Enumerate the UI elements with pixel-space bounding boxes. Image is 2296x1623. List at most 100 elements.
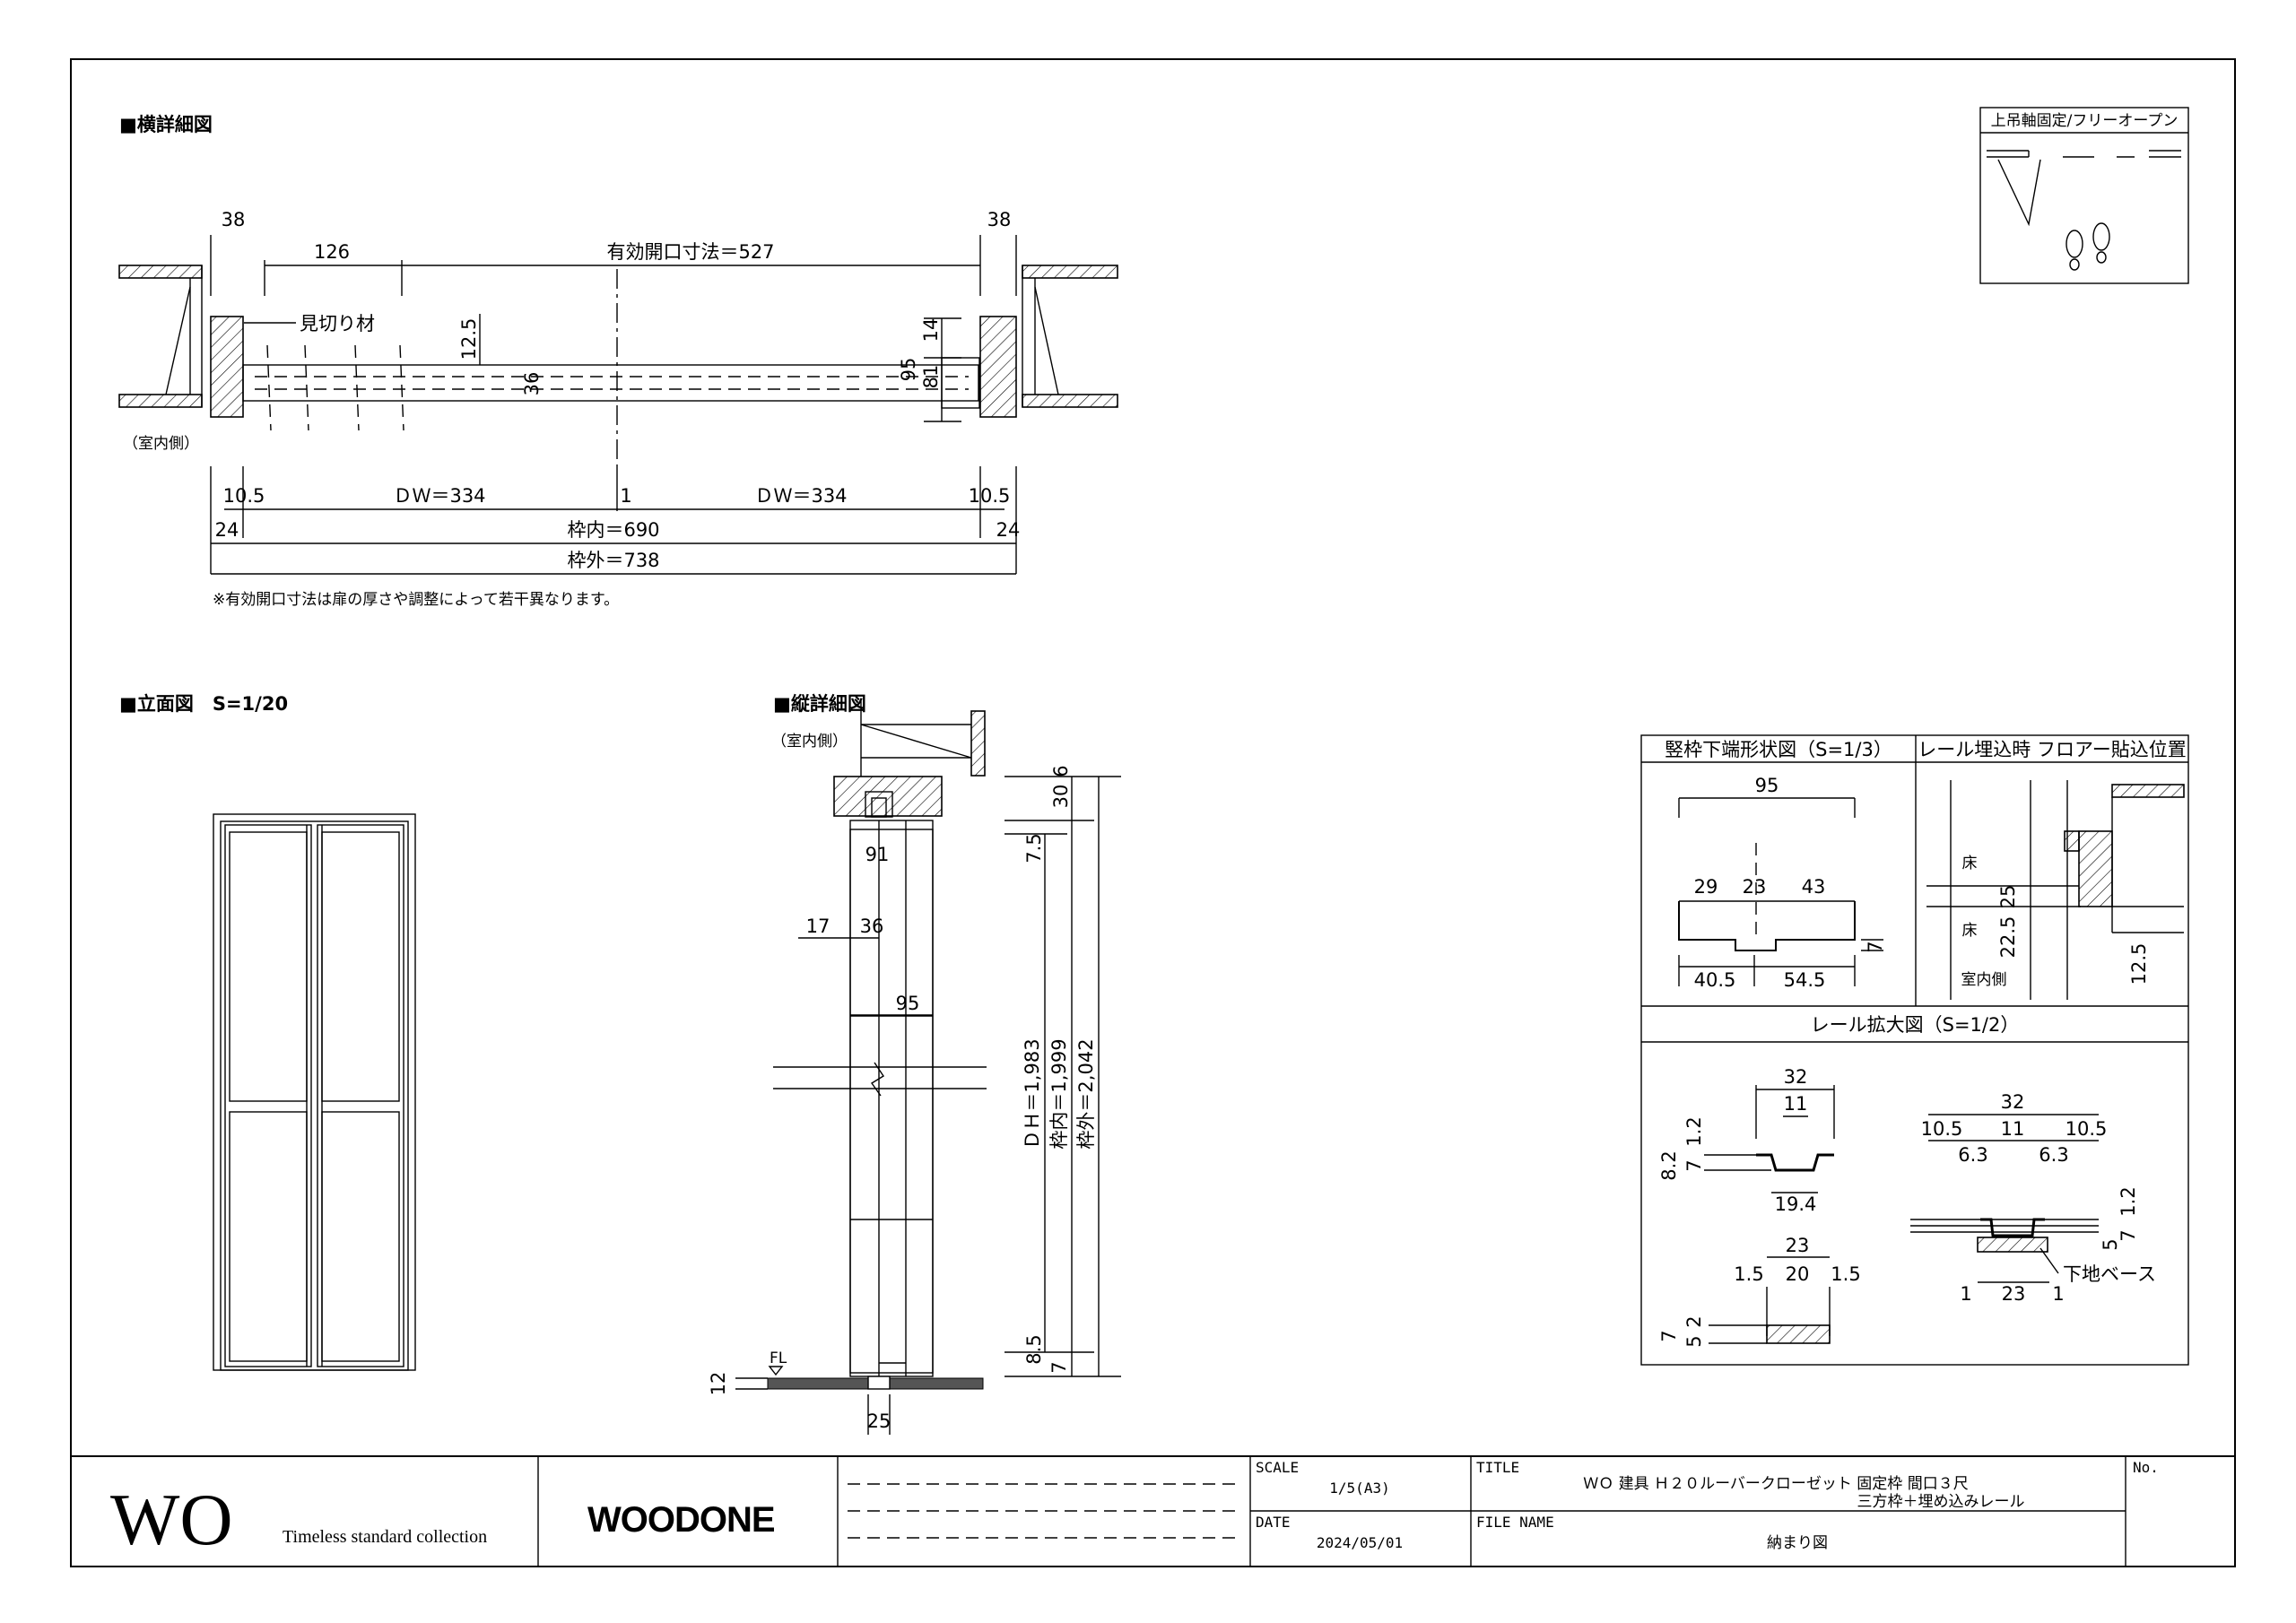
plan-dim-24-right: 24 <box>996 519 1021 541</box>
rail-b-dim-23: 23 <box>2002 1283 2026 1305</box>
frame-bottom-dim-40-5: 40.5 <box>1694 969 1736 991</box>
plan-note: ※有効開口寸法は扉の厚さや調整によって若干異なります。 <box>213 591 619 609</box>
brand-tagline: Timeless standard collection <box>283 1527 487 1547</box>
elevation-door-right <box>317 824 404 1367</box>
plan-mikiri-label: 見切り材 <box>300 313 375 334</box>
section-dim-outer: 枠外＝2,042 <box>1075 1038 1097 1149</box>
section-door-leaf <box>849 820 934 1377</box>
vertical-section: ■縦詳細図 （室内側） 91 17 36 95 <box>708 693 1121 1435</box>
filename-label: FILE NAME <box>1476 1514 1554 1531</box>
footprint-icon <box>2092 222 2110 251</box>
rail-a-dim-7: 7 <box>1683 1159 1705 1171</box>
rail-c-profile <box>1766 1324 1831 1344</box>
elevation-section: ■立面図 S=1/20 <box>119 693 416 1371</box>
rail-b-dim-5: 5 <box>2100 1238 2121 1250</box>
section-dim-25: 25 <box>867 1410 891 1432</box>
elevation-louver-panel <box>229 1111 308 1362</box>
plan-wall-right <box>1022 265 1118 408</box>
floor-position-dim-12-5: 12.5 <box>2128 943 2150 985</box>
rail-b-dim-11: 11 <box>2001 1118 2025 1140</box>
plan-dim-38-left: 38 <box>222 209 246 230</box>
plan-dim-10-5-right: 10.5 <box>969 485 1011 507</box>
section-dim-30: 30 <box>1050 785 1072 809</box>
plan-dim-1: 1 <box>620 485 631 507</box>
plan-title: ■横詳細図 <box>119 114 213 135</box>
section-title: ■縦詳細図 <box>773 693 866 715</box>
frame-bottom-dim-7: 7 <box>1865 941 1886 952</box>
scale-label: SCALE <box>1256 1459 1299 1476</box>
rail-a-dim-19-4: 19.4 <box>1775 1193 1817 1215</box>
plan-dim-14: 14 <box>920 318 942 343</box>
footprint-icon <box>2066 230 2083 258</box>
rail-b-base <box>1977 1237 2048 1253</box>
rail-b-dim-7: 7 <box>2118 1229 2139 1241</box>
section-fl-label: FL <box>770 1350 787 1367</box>
section-dim-36: 36 <box>860 916 884 937</box>
floor-position-dim-22-5: 22.5 <box>1997 916 2019 959</box>
rail-a-dim-1-2: 1.2 <box>1683 1116 1705 1146</box>
plan-dim-opening: 有効開口寸法＝527 <box>606 241 774 263</box>
woodone-logo: WOODONE <box>587 1500 775 1540</box>
section-dim-7-5: 7.5 <box>1023 833 1045 863</box>
plan-dim-inner: 枠内＝690 <box>567 519 659 541</box>
plan-dim-outer: 枠外＝738 <box>567 550 659 571</box>
plan-dim-126: 126 <box>314 241 350 263</box>
opening-type-box: 上吊軸固定/フリーオープン <box>1979 107 2189 284</box>
elevation-louver-panel <box>229 831 308 1102</box>
section-head-frame <box>833 776 943 817</box>
plan-jamb-right <box>979 316 1017 418</box>
title-line-1: ＷＯ 建具 Ｈ２０ルーバークローゼット 固定枠 間口３尺 <box>1583 1475 1968 1493</box>
plan-dim-81: 81 <box>920 365 942 389</box>
plan-jamb-left <box>210 316 244 418</box>
rail-c-dim-2: 2 <box>1683 1315 1705 1327</box>
rail-a-dim-11: 11 <box>1784 1093 1808 1115</box>
elevation-louver-panel <box>321 1111 400 1362</box>
rail-b-dim-1-left: 1 <box>1960 1283 1971 1305</box>
rail-b-dim-1-right: 1 <box>2052 1283 2064 1305</box>
plan-dim-12-5: 12.5 <box>458 318 480 360</box>
rail-c-dim-23: 23 <box>1786 1235 1810 1256</box>
elevation-title: ■立面図 S=1/20 <box>119 693 288 715</box>
elevation-louver-panel <box>321 831 400 1102</box>
frame-bottom-dim-23: 23 <box>1743 876 1767 898</box>
floor-label-2: 床 <box>1962 922 1978 940</box>
frame-bottom-dim-54-5: 54.5 <box>1784 969 1826 991</box>
rail-b-dim-6-3-left: 6.3 <box>1958 1144 1987 1166</box>
title-block: WO Timeless standard collection WOODONE … <box>71 1455 2235 1567</box>
plan-dim-38-right: 38 <box>987 209 1012 230</box>
floor-position-dim-25: 25 <box>1997 885 2019 909</box>
floor-position-frame <box>2078 830 2113 907</box>
detail-box: 竪枠下端形状図（S=1/3） 95 29 23 43 7 40.5 54.5 レ… <box>1640 734 2189 1366</box>
floor-label-1: 床 <box>1962 855 1978 872</box>
rail-b-dim-32: 32 <box>2001 1091 2025 1113</box>
rail-a-dim-32: 32 <box>1784 1066 1808 1088</box>
date-value: 2024/05/01 <box>1317 1534 1403 1551</box>
section-indoor-label: （室内側） <box>771 733 848 751</box>
date-label: DATE <box>1256 1514 1291 1531</box>
scale-value: 1/5(A3) <box>1329 1480 1389 1497</box>
plan-indoor-label: （室内側） <box>123 435 199 453</box>
frame-bottom-dim-95: 95 <box>1755 775 1779 796</box>
plan-folded-leaves <box>266 344 404 431</box>
rail-b-profile <box>1980 1218 2045 1237</box>
rail-b-dim-1-2: 1.2 <box>2118 1186 2139 1216</box>
rail-c-dim-5: 5 <box>1683 1335 1705 1347</box>
rail-a-dim-8-2: 8.2 <box>1658 1150 1680 1180</box>
plan-door-leaves <box>242 364 979 402</box>
rail-c-dim-20: 20 <box>1786 1263 1810 1285</box>
plan-section: ■横詳細図 <box>118 114 1118 609</box>
section-dim-12: 12 <box>708 1372 729 1396</box>
title-line-2: 三方枠＋埋め込みレール <box>1857 1493 2025 1511</box>
section-dim-91: 91 <box>865 844 890 865</box>
frame-bottom-profile <box>1678 901 1856 951</box>
plan-dim-10-5-left: 10.5 <box>223 485 265 507</box>
elevation-door-left <box>224 824 312 1367</box>
brand-wo: WO <box>110 1479 233 1560</box>
rail-c-dim-7: 7 <box>1658 1330 1680 1341</box>
rail-c-dim-1-5-right: 1.5 <box>1831 1263 1860 1285</box>
section-dim-inner: 枠内＝1,999 <box>1048 1038 1070 1149</box>
plan-dim-dw-right: ＤＷ＝334 <box>754 485 847 507</box>
section-dim-95: 95 <box>896 993 920 1014</box>
filename-value: 納まり図 <box>1767 1534 1828 1552</box>
